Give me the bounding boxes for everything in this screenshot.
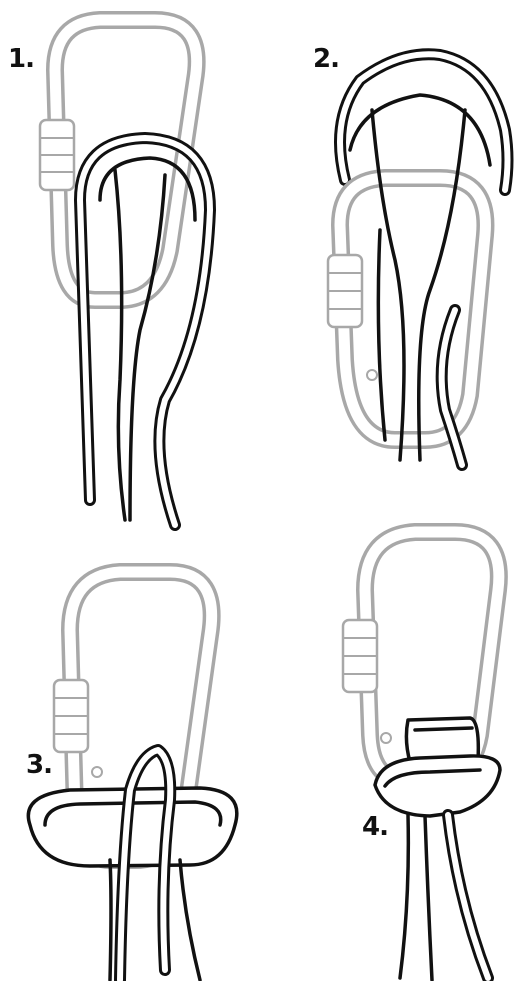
step-2-sling-strands-icon bbox=[372, 110, 465, 465]
step-2-carabiner-icon bbox=[328, 178, 485, 440]
step-1-carabiner-icon bbox=[40, 20, 197, 300]
step-1-illustration bbox=[40, 20, 210, 525]
step-2-illustration bbox=[328, 54, 508, 465]
step-1-sling-icon bbox=[80, 138, 210, 525]
step-4-illustration bbox=[343, 532, 500, 980]
step-3-girth-hitch-icon bbox=[28, 750, 236, 980]
step-4-label: 4. bbox=[362, 812, 388, 842]
step-3-illustration bbox=[28, 572, 236, 980]
step-2-label: 2. bbox=[313, 44, 339, 74]
step-3-label: 3. bbox=[26, 750, 52, 780]
step-1-label: 1. bbox=[8, 44, 34, 74]
step-4-girth-hitch-icon bbox=[375, 718, 500, 980]
